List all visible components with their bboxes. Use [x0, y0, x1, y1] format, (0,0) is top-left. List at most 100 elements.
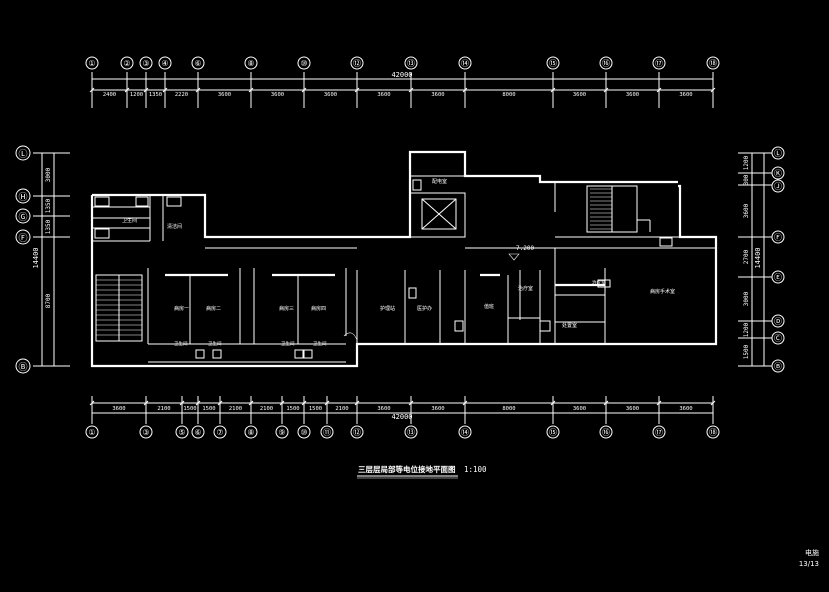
right-total-dimension: 14400 — [754, 247, 762, 268]
left-axis-grid: 14400 3000 1350 1350 8700 Ⓛ Ⓗ Ⓖ Ⓕ Ⓑ — [15, 145, 70, 374]
bottom-dim-label: 3600 — [112, 406, 125, 412]
sheet-info: 电施 13/13 — [799, 548, 819, 570]
room-label: 治疗室 — [518, 285, 533, 292]
bottom-dim-label: 2100 — [157, 406, 170, 412]
top-dim-label: 3600 — [324, 92, 337, 98]
room-label: 治疗室 — [592, 279, 606, 286]
elevation-label: 7.200 — [516, 245, 534, 252]
axis-label-J-right: Ⓙ — [774, 182, 782, 191]
room-label: 配电室 — [432, 178, 447, 185]
axis-label-D-right: Ⓓ — [774, 317, 782, 326]
building-walls — [90, 150, 718, 368]
axis-label-E-right: Ⓔ — [774, 273, 782, 282]
axis-label-C-right: Ⓒ — [774, 334, 782, 343]
top-dim-label: 3600 — [377, 92, 390, 98]
top-axis-label: ⑭ — [461, 59, 469, 68]
top-axis-label: ⑫ — [353, 59, 361, 68]
right-dim-label: 1500 — [743, 344, 750, 359]
top-axis-label: ⑧ — [247, 59, 254, 68]
bottom-axis-label: ③ — [142, 428, 149, 437]
top-axis-label: ⑬ — [407, 59, 415, 68]
bottom-dim-label: 3600 — [573, 406, 586, 412]
axis-label-K-right: Ⓚ — [774, 169, 782, 178]
bottom-dim-label: 1500 — [286, 406, 299, 412]
bottom-axis-label: ⑧ — [247, 428, 254, 437]
room-label: 护理站 — [380, 305, 395, 312]
right-dim-label: 2700 — [743, 249, 750, 264]
bottom-total-dimension: 42000 — [391, 413, 412, 421]
top-dim-label: 3600 — [218, 92, 231, 98]
room-label: 病房手术室 — [650, 288, 675, 295]
room-label: 处置室 — [562, 322, 577, 329]
room-label: 病房一 — [174, 305, 189, 312]
top-dim-label: 8000 — [502, 92, 515, 98]
room-label: 卫生间 — [313, 340, 327, 347]
room-label: 值班 — [484, 303, 494, 310]
sheet-number: 13/13 — [798, 560, 819, 568]
left-total-dimension: 14400 — [32, 247, 40, 268]
top-axis-label: ④ — [161, 59, 168, 68]
room-label: 病房二 — [206, 305, 221, 312]
right-dim-label: 3000 — [743, 291, 750, 306]
axis-label-G-left: Ⓖ — [18, 212, 27, 223]
top-total-dimension: 42000 — [391, 71, 412, 79]
drawing-scale: 1:100 — [464, 465, 487, 474]
right-dim-label: 1200 — [743, 322, 750, 337]
sheet-label: 电施 — [805, 549, 819, 557]
top-dim-label: 1350 — [149, 92, 162, 98]
axis-label-B-right: Ⓑ — [774, 362, 782, 371]
drawing-title-block: 三层层局部等电位接地平面图 1:100 — [357, 464, 487, 479]
top-dim-label: 2220 — [175, 92, 188, 98]
bottom-dim-label: 3600 — [626, 406, 639, 412]
bottom-dim-label: 8000 — [502, 406, 515, 412]
room-label: 卫生间 — [174, 340, 188, 347]
room-label: 卫生间 — [281, 340, 295, 347]
bottom-dim-label: 3600 — [377, 406, 390, 412]
room-label: 卫生间 — [208, 340, 222, 347]
right-dim-label: 300 — [743, 174, 750, 185]
top-dim-label: 1200 — [130, 92, 143, 98]
top-axis-label: ⑱ — [709, 59, 717, 68]
top-axis-label: ⑰ — [655, 59, 663, 68]
right-dim-label: 1200 — [743, 155, 750, 170]
bottom-axis-label: ① — [88, 428, 95, 437]
top-axis-label: ⑮ — [549, 59, 557, 68]
top-axis-label: ⑯ — [602, 59, 610, 68]
top-axis-label: ⑥ — [194, 59, 201, 68]
bottom-dim-label: 2100 — [335, 406, 348, 412]
bottom-axis-label: ⑩ — [300, 428, 307, 437]
bottom-axis-label: ⑪ — [323, 428, 331, 437]
bottom-axis-label: ⑱ — [709, 428, 717, 437]
axis-label-F-right: Ⓕ — [774, 233, 782, 242]
left-dim-label: 8700 — [45, 293, 52, 308]
room-labels: 配电室 卫生间 清洁间 病房一 病房二 病房三 病房四 卫生间 卫生间 卫生间 … — [122, 178, 675, 347]
room-label: 卫生间 — [122, 217, 137, 224]
room-label: 清洁间 — [167, 223, 182, 230]
left-dim-label: 1350 — [45, 198, 52, 213]
bottom-axis-label: ⑬ — [407, 428, 415, 437]
top-dim-label: 3600 — [679, 92, 692, 98]
axis-label-L-right: Ⓛ — [774, 149, 782, 158]
room-label: 病房四 — [311, 305, 326, 312]
bottom-axis-label: ⑥ — [194, 428, 201, 437]
bottom-axis-label: ⑦ — [216, 428, 223, 437]
top-dim-label: 3600 — [626, 92, 639, 98]
drawing-title: 三层层局部等电位接地平面图 — [358, 464, 456, 474]
bottom-dim-label: 2100 — [229, 406, 242, 412]
axis-label-F-left: Ⓕ — [18, 233, 27, 244]
bottom-dim-label: 3600 — [679, 406, 692, 412]
bottom-dim-label: 1500 — [309, 406, 322, 412]
top-axis-label: ⑩ — [300, 59, 307, 68]
axis-label-B-left: Ⓑ — [18, 362, 27, 373]
top-dim-label: 3600 — [573, 92, 586, 98]
top-dim-label: 3600 — [271, 92, 284, 98]
bottom-axis-label: ⑫ — [353, 428, 361, 437]
bottom-dim-label: 1500 — [202, 406, 215, 412]
axis-label-L-left: Ⓛ — [18, 149, 27, 160]
top-axis-label: ② — [123, 59, 130, 68]
bottom-axis-label: ⑯ — [602, 428, 610, 437]
top-dim-label: 3600 — [431, 92, 444, 98]
